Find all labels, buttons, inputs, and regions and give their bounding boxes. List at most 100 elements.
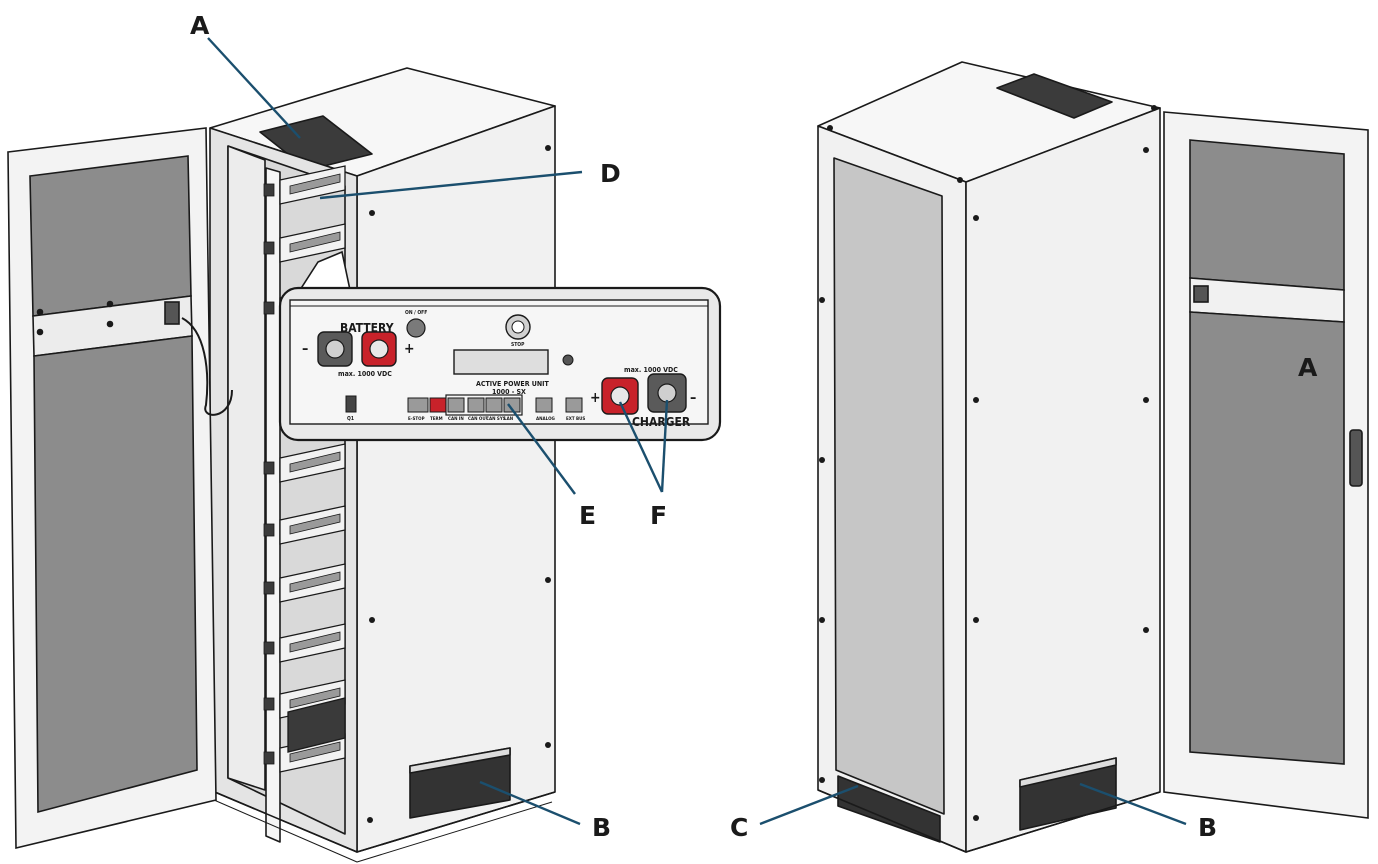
screw — [1151, 105, 1157, 111]
callout-a-right: A — [1298, 353, 1318, 382]
right-cabinet-rear — [965, 107, 1161, 853]
right-door-lock-icon — [1193, 285, 1209, 303]
screw — [973, 397, 979, 403]
svg-text:TERM: TERM — [430, 416, 443, 422]
screw — [367, 817, 373, 823]
port-can-sys: CAN SYS — [485, 397, 506, 422]
callout-line-f-1 — [618, 401, 664, 493]
left-switch: Q1 — [345, 395, 357, 422]
charger-label: CHARGER — [632, 415, 691, 429]
callout-b-left: B — [592, 813, 611, 842]
port-e-stop: E-STOP — [407, 397, 429, 422]
screw — [1143, 147, 1149, 153]
battery-minus-label: – — [302, 341, 308, 357]
module-tray — [263, 165, 346, 205]
module-tray — [263, 443, 346, 483]
screw — [957, 177, 963, 183]
left-inner-rail — [265, 167, 281, 843]
charger-plus-label: + — [590, 390, 601, 406]
screw — [545, 577, 551, 583]
module-tray — [263, 223, 346, 263]
screw — [819, 297, 825, 303]
callout-c: C — [730, 813, 748, 842]
key-switch-label: STOP — [511, 342, 525, 348]
module-tray — [263, 679, 346, 719]
right-cabinet — [817, 61, 1161, 853]
left-cabinet — [209, 67, 556, 863]
svg-text:Q1: Q1 — [347, 416, 354, 422]
screw — [545, 145, 551, 151]
screw — [369, 617, 375, 623]
callout-d: D — [600, 159, 621, 188]
screw — [545, 742, 551, 748]
right-side-screws — [819, 105, 1157, 821]
charger-minus-connector — [647, 373, 687, 413]
callout-line-e — [507, 403, 576, 495]
battery-plus-label: + — [404, 341, 415, 357]
svg-text:EXT BUS: EXT BUS — [566, 416, 585, 422]
screw — [973, 215, 979, 221]
svg-text:CAN SYS: CAN SYS — [486, 416, 506, 422]
charger-limit: max. 1000 VDC — [624, 366, 678, 374]
callout-line-b-left — [479, 780, 581, 826]
unit-model: 1000 - SX — [492, 388, 526, 396]
charger-minus-label: – — [690, 390, 696, 406]
left-door-window-upper — [29, 155, 192, 317]
left-door — [7, 127, 233, 850]
module-tray — [263, 505, 346, 545]
port-analog: ANALOG — [535, 397, 556, 422]
screw — [1143, 397, 1149, 403]
port-ext-bus: EXT BUS — [565, 397, 585, 422]
callout-line-d — [319, 170, 583, 200]
right-door — [1163, 111, 1369, 819]
battery-minus-connector — [317, 331, 353, 367]
door-lock-icon — [164, 301, 180, 325]
callout-line-c — [759, 784, 859, 826]
display-screen — [453, 349, 549, 375]
screw — [1143, 627, 1149, 633]
battery-plus-connector — [361, 331, 397, 367]
unit-title: ACTIVE POWER UNIT — [476, 380, 549, 388]
port-can-out: CAN OUT — [467, 397, 489, 422]
callout-f: F — [650, 501, 667, 530]
right-door-window-lower — [1189, 311, 1345, 765]
right-side-glass — [833, 157, 945, 815]
screw — [819, 617, 825, 623]
svg-text:ANALOG: ANALOG — [536, 416, 556, 422]
callout-line-a-left — [207, 37, 301, 139]
screw — [819, 777, 825, 783]
svg-text:CAN OUT: CAN OUT — [468, 416, 489, 422]
charger-plus-connector — [601, 377, 639, 415]
screw — [973, 815, 979, 821]
callout-a-left: A — [190, 11, 210, 40]
callout-e: E — [579, 501, 596, 530]
callout-line-f-2 — [660, 399, 669, 493]
battery-limit: max. 1000 VDC — [338, 370, 392, 378]
svg-text:E-STOP: E-STOP — [408, 416, 425, 422]
battery-module-block — [287, 697, 346, 753]
door-cable — [181, 317, 233, 416]
screw — [819, 457, 825, 463]
port-lan: LAN — [503, 397, 521, 422]
callout-line-b-right — [1079, 782, 1187, 826]
callout-lines — [207, 37, 1187, 826]
left-door-window-lower — [33, 335, 198, 814]
svg-text:CAN IN: CAN IN — [448, 416, 464, 422]
right-door-window-upper — [1189, 139, 1345, 291]
top-switch-label: ON / OFF — [405, 310, 427, 316]
screw — [973, 617, 979, 623]
left-cabinet-side — [356, 105, 556, 853]
right-side-vent — [837, 775, 941, 843]
callout-b-right: B — [1198, 813, 1217, 842]
screw — [827, 125, 833, 131]
module-tray — [263, 623, 346, 663]
right-door-handle — [1349, 429, 1363, 487]
module-tray — [263, 563, 346, 603]
top-switch — [406, 318, 426, 338]
svg-text:LAN: LAN — [504, 416, 514, 422]
port-can-in: CAN IN — [447, 397, 465, 422]
status-led — [562, 354, 574, 366]
right-top-vent — [996, 73, 1113, 119]
